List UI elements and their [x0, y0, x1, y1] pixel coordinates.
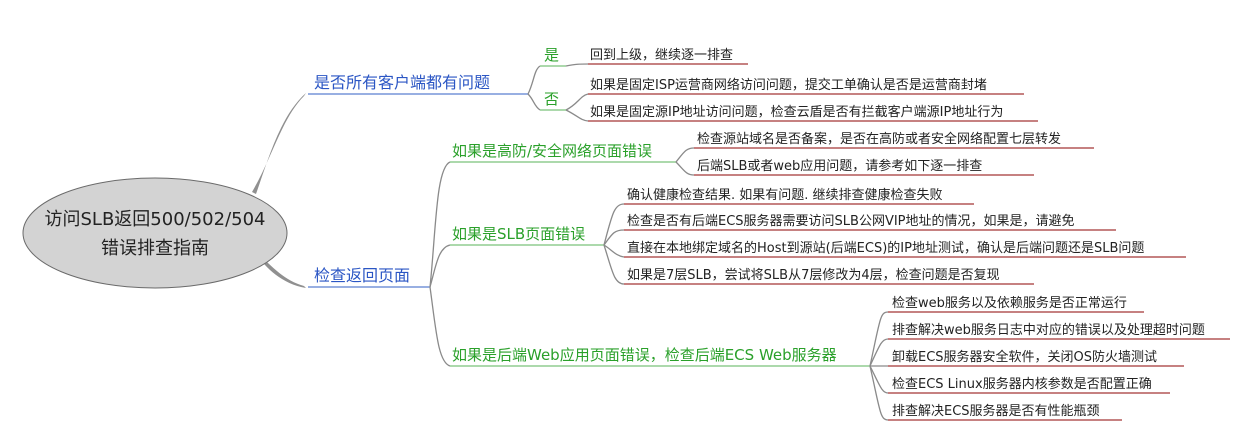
node-yes: 是	[544, 46, 559, 64]
leaf-no-1: 如果是固定ISP运营商网络访问问题，提交工单确认是否是运营商封堵	[590, 77, 987, 93]
leaf-web-2: 排查解决web服务日志中对应的错误以及处理超时问题	[892, 322, 1205, 338]
leaf-web-3: 卸载ECS服务器安全软件，关闭OS防火墙测试	[892, 349, 1157, 365]
leaf-security-1: 检查源站域名是否备案，是否在高防或者安全网络配置七层转发	[697, 131, 1061, 147]
leaf-web-5: 排查解决ECS服务器是否有性能瓶颈	[892, 403, 1100, 419]
node-all-clients: 是否所有客户端都有问题	[314, 73, 490, 92]
node-web-page: 如果是后端Web应用页面错误，检查后端ECS Web服务器	[452, 346, 837, 364]
trunk-to-all-clients	[252, 93, 306, 194]
root-title-line2: 错误排查指南	[101, 238, 209, 259]
leaf-slb-3: 直接在本地绑定域名的Host到源站(后端ECS)的IP地址测试，确认是后端问题还…	[627, 240, 1144, 256]
node-security-page: 如果是高防/安全网络页面错误	[452, 142, 652, 160]
node-no: 否	[544, 90, 559, 108]
leaf-slb-1: 确认健康检查结果. 如果有问题. 继续排查健康检查失败	[627, 187, 943, 203]
root-node	[22, 177, 288, 289]
root-title-line1: 访问SLB返回500/502/504	[44, 209, 265, 230]
leaf-web-1: 检查web服务以及依赖服务是否正常运行	[892, 295, 1127, 311]
leaf-yes-1: 回到上级，继续逐一排查	[590, 48, 733, 63]
leaf-web-4: 检查ECS Linux服务器内核参数是否配置正确	[892, 376, 1152, 392]
leaf-slb-4: 如果是7层SLB，尝试将SLB从7层修改为4层，检查问题是否复现	[627, 267, 1000, 283]
leaf-security-2: 后端SLB或者web应用问题，请参考如下逐一排查	[697, 158, 982, 174]
node-slb-page: 如果是SLB页面错误	[452, 225, 585, 243]
leaf-no-2: 如果是固定源IP地址访问问题，检查云盾是否有拦截客户端源IP地址行为	[590, 104, 1003, 120]
node-check-page: 检查返回页面	[314, 266, 410, 285]
leaf-slb-2: 检查是否有后端ECS服务器需要访问SLB公网VIP地址的情况，如果是，请避免	[627, 213, 1075, 229]
